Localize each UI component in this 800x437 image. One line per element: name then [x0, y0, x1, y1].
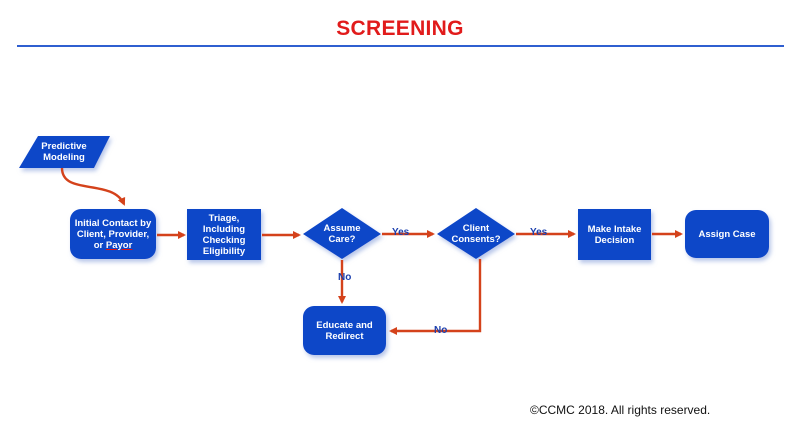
client-consents-label: Client Consents? [451, 222, 501, 245]
edge-consents-to-educate [389, 259, 482, 335]
predictive-modeling-node [19, 136, 110, 168]
copyright-notice: ©CCMC 2018. All rights reserved. [530, 403, 711, 417]
edge-predictive-to-contact [60, 167, 126, 206]
assume-care-label: Assume Care? [323, 222, 361, 245]
page-title: SCREENING [336, 17, 464, 40]
edge-label-yes-consents: Yes [530, 227, 548, 238]
edge-label-yes-assume: Yes [392, 227, 410, 238]
predictive-modeling-label: Predictive Modeling [41, 141, 87, 163]
edge-label-no-consents: No [434, 325, 448, 336]
client-consents-decision [437, 208, 515, 259]
assume-care-decision [303, 208, 381, 259]
initial-contact-label: Initial Contact by Client, Provider, or … [70, 209, 156, 259]
make-intake-decision-label: Make Intake Decision [587, 223, 642, 246]
triage-label: Triage, Including Checking Eligibility [202, 212, 246, 257]
initial-contact-text: Initial Contact by Client, Provider, or [74, 217, 152, 251]
title-divider [17, 45, 784, 47]
edge-label-no-assume: No [338, 272, 352, 283]
educate-redirect-label: Educate and Redirect [316, 319, 373, 342]
educate-redirect-node [303, 306, 386, 355]
make-intake-decision-node [578, 209, 651, 260]
triage-node [187, 209, 261, 260]
initial-contact-node [70, 209, 156, 259]
assign-case-node [685, 210, 769, 258]
payor-text: Payor [105, 239, 133, 251]
assign-case-label: Assign Case [698, 228, 756, 240]
